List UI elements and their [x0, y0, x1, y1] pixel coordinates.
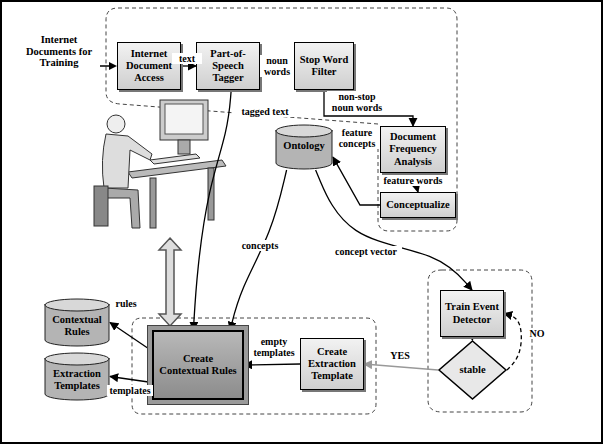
database-cylinder: Ontology	[275, 124, 333, 170]
node-label: stable	[455, 362, 489, 378]
node-label: Part-of-Speech Tagger	[197, 46, 259, 86]
connector	[504, 314, 521, 371]
process-box: Stop Word Filter	[294, 42, 354, 90]
node-label: Train Event Detector	[441, 299, 503, 327]
connector	[471, 337, 473, 340]
database-cylinder: Extraction Templates	[44, 352, 110, 401]
connector	[110, 323, 152, 352]
node-label: Extraction Templates	[44, 366, 110, 394]
connector	[193, 90, 231, 330]
node-label: Internet Document Access	[118, 46, 180, 86]
edge-label: text	[172, 53, 202, 64]
edge-label: feature concepts	[335, 127, 379, 149]
node-label: Ontology	[279, 138, 328, 154]
connector	[333, 157, 380, 205]
edge-label: concept vector	[330, 246, 402, 257]
node-label: Conceptualize	[382, 197, 454, 213]
edge-label: rules	[110, 298, 142, 309]
connector	[364, 364, 438, 370]
edge-label: concepts	[236, 240, 284, 251]
process-box: Train Event Detector	[440, 290, 504, 337]
connector	[230, 170, 286, 330]
connector	[244, 364, 300, 365]
edge-label: tagged text	[234, 106, 296, 117]
node-label: Document Frequency Analysis	[381, 129, 445, 169]
decision-diamond: stable	[438, 340, 507, 400]
connector	[324, 90, 413, 126]
process-box: Part-of-Speech Tagger	[196, 42, 260, 90]
database-cylinder: Contextual Rules	[44, 298, 110, 347]
edge-label: feature words	[381, 175, 445, 186]
input-arrowhead	[109, 62, 117, 70]
node-label: Stop Word Filter	[295, 52, 353, 80]
edge-label: templates	[107, 385, 153, 396]
process-box: Conceptualize	[380, 192, 456, 218]
edge-label: NO	[526, 328, 548, 339]
dashed-region	[106, 8, 532, 414]
process-box: Document Frequency Analysis	[380, 126, 446, 173]
edge-label: noun words	[260, 55, 294, 77]
process-box: Create Extraction Template	[300, 338, 364, 390]
highlighted-process-box: Create Contextual Rules	[152, 330, 244, 400]
edge-label: empty templates	[249, 336, 299, 358]
edge-label: non-stop noun words	[327, 91, 387, 113]
connector	[110, 377, 152, 383]
node-label: Create Extraction Template	[301, 344, 363, 384]
node-label: Create Contextual Rules	[154, 351, 242, 379]
interaction-arrow	[159, 238, 181, 326]
edge-label: YES	[386, 350, 414, 361]
connector	[316, 170, 472, 290]
input-label: Internet Documents for Training	[18, 34, 100, 69]
connector	[181, 65, 196, 66]
node-label: Contextual Rules	[44, 312, 110, 340]
process-box: Internet Document Access	[117, 42, 181, 90]
